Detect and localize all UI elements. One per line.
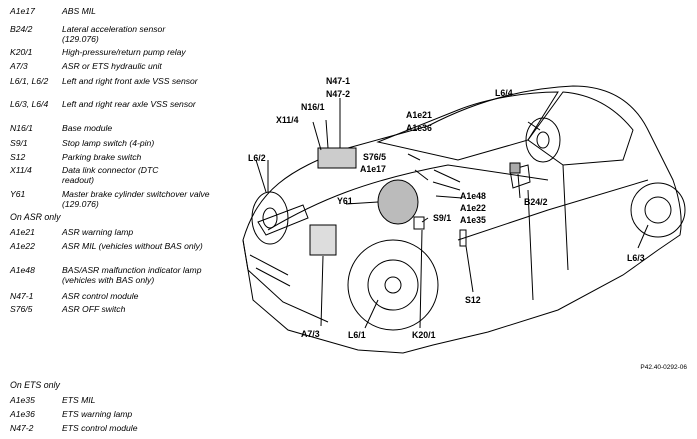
callout-s9-1: S9/1	[433, 213, 452, 223]
legend-desc: Left and right front axle VSS sensor	[62, 76, 198, 86]
legend-desc: Left and right rear axle VSS sensor	[62, 99, 196, 109]
side-window-outline	[527, 91, 634, 166]
rear-left-disc	[525, 117, 561, 163]
legend-desc: Stop lamp switch (4-pin)	[62, 138, 155, 148]
legend-desc: Base module	[62, 123, 113, 133]
callout-a1e35: A1e35	[460, 215, 486, 225]
ets-heading: On ETS only	[10, 380, 60, 390]
door-line	[527, 164, 569, 301]
legend-code: N16/1	[10, 123, 33, 133]
car-body-outline	[242, 85, 682, 354]
legend-desc: ETS MIL	[62, 395, 96, 405]
callout-n47-1: N47-1	[326, 76, 350, 86]
base-module-box	[317, 147, 357, 169]
rear-right-disc	[644, 196, 672, 224]
legend-code: L6/3, L6/4	[10, 99, 49, 109]
callout-a1e21: A1e21	[406, 110, 432, 120]
figure-reference: P42.40-0292-06	[640, 364, 687, 371]
legend-code: A7/3	[10, 61, 28, 71]
callout-a7-3: A7/3	[301, 329, 320, 339]
callout-a1e22: A1e22	[460, 203, 486, 213]
legend-code: S76/5	[10, 304, 33, 314]
hydraulic-unit	[309, 224, 337, 256]
callout-s76-5: S76/5	[363, 152, 386, 162]
legend-code: N47-1	[10, 291, 34, 301]
front-left-disc	[367, 259, 419, 311]
legend-code: S12	[10, 152, 26, 162]
grille	[249, 254, 291, 287]
legend-desc: ETS control module	[62, 423, 138, 433]
callout-n47-2: N47-2	[326, 89, 350, 99]
legend-desc: Data link connector (DTC readout)	[62, 165, 159, 185]
callout-l6-1: L6/1	[348, 330, 366, 340]
callout-y61: Y61	[337, 196, 353, 206]
callout-x11-4: X11/4	[276, 115, 299, 125]
legend-code: A1e21	[10, 227, 35, 237]
legend-desc: Master brake cylinder switchover valve (…	[62, 189, 210, 209]
legend-desc: ASR or ETS hydraulic unit	[62, 61, 162, 71]
legend-desc: ETS warning lamp	[62, 409, 133, 419]
callout-n16-1: N16/1	[301, 102, 325, 112]
relay-box	[413, 216, 425, 230]
callout-a1e17: A1e17	[360, 164, 386, 174]
legend-desc: ASR control module	[62, 291, 139, 301]
callout-l6-2: L6/2	[248, 153, 266, 163]
callout-a1e48: A1e48	[460, 191, 486, 201]
legend-desc: ASR MIL (vehicles without BAS only)	[62, 241, 203, 251]
headlight	[257, 204, 309, 236]
legend-desc: Parking brake switch	[62, 152, 142, 162]
lateral-sensor	[509, 162, 521, 174]
callout-b24-2: B24/2	[524, 197, 548, 207]
windshield-outline	[376, 91, 559, 161]
legend-desc: ASR warning lamp	[62, 227, 134, 237]
legend-code: A1e36	[10, 409, 35, 419]
legend-desc: High-pressure/return pump relay	[62, 47, 186, 57]
brake-booster	[377, 179, 419, 225]
front-bumper	[242, 239, 329, 323]
legend-code: A1e17	[10, 6, 35, 16]
callout-l6-3: L6/3	[627, 253, 645, 263]
asr-heading: On ASR only	[10, 212, 61, 222]
mirror	[509, 164, 531, 189]
car-component-diagram	[242, 85, 686, 354]
legend-code: Y61	[10, 189, 26, 199]
legend-desc: ASR OFF switch	[62, 304, 126, 314]
legend-code: X11/4	[10, 165, 32, 175]
legend-code: S9/1	[10, 138, 28, 148]
front-right-disc	[251, 191, 289, 245]
legend-desc: Lateral acceleration sensor (129.076)	[62, 24, 166, 44]
rear-left-hub	[536, 131, 550, 149]
legend-code: N47-2	[10, 423, 34, 433]
front-left-wheel	[347, 239, 439, 331]
fender-line	[457, 179, 649, 241]
callout-s12: S12	[465, 295, 481, 305]
legend-desc: ABS MIL	[62, 6, 96, 16]
legend-desc: BAS/ASR malfunction indicator lamp (vehi…	[62, 265, 202, 285]
rear-right-wheel	[630, 182, 686, 238]
front-right-hub	[262, 207, 278, 229]
leader-lines	[255, 98, 649, 329]
legend-code: A1e48	[10, 265, 35, 275]
callout-a1e36: A1e36	[406, 123, 432, 133]
front-left-hub	[384, 276, 402, 294]
legend-code: K20/1	[10, 47, 33, 57]
callout-l6-4: L6/4	[495, 88, 513, 98]
legend-code: L6/1, L6/2	[10, 76, 49, 86]
legend-code: A1e35	[10, 395, 35, 405]
legend-code: B24/2	[10, 24, 33, 34]
parking-brake-switch	[459, 229, 467, 247]
callout-k20-1: K20/1	[412, 330, 436, 340]
legend-code: A1e22	[10, 241, 35, 251]
